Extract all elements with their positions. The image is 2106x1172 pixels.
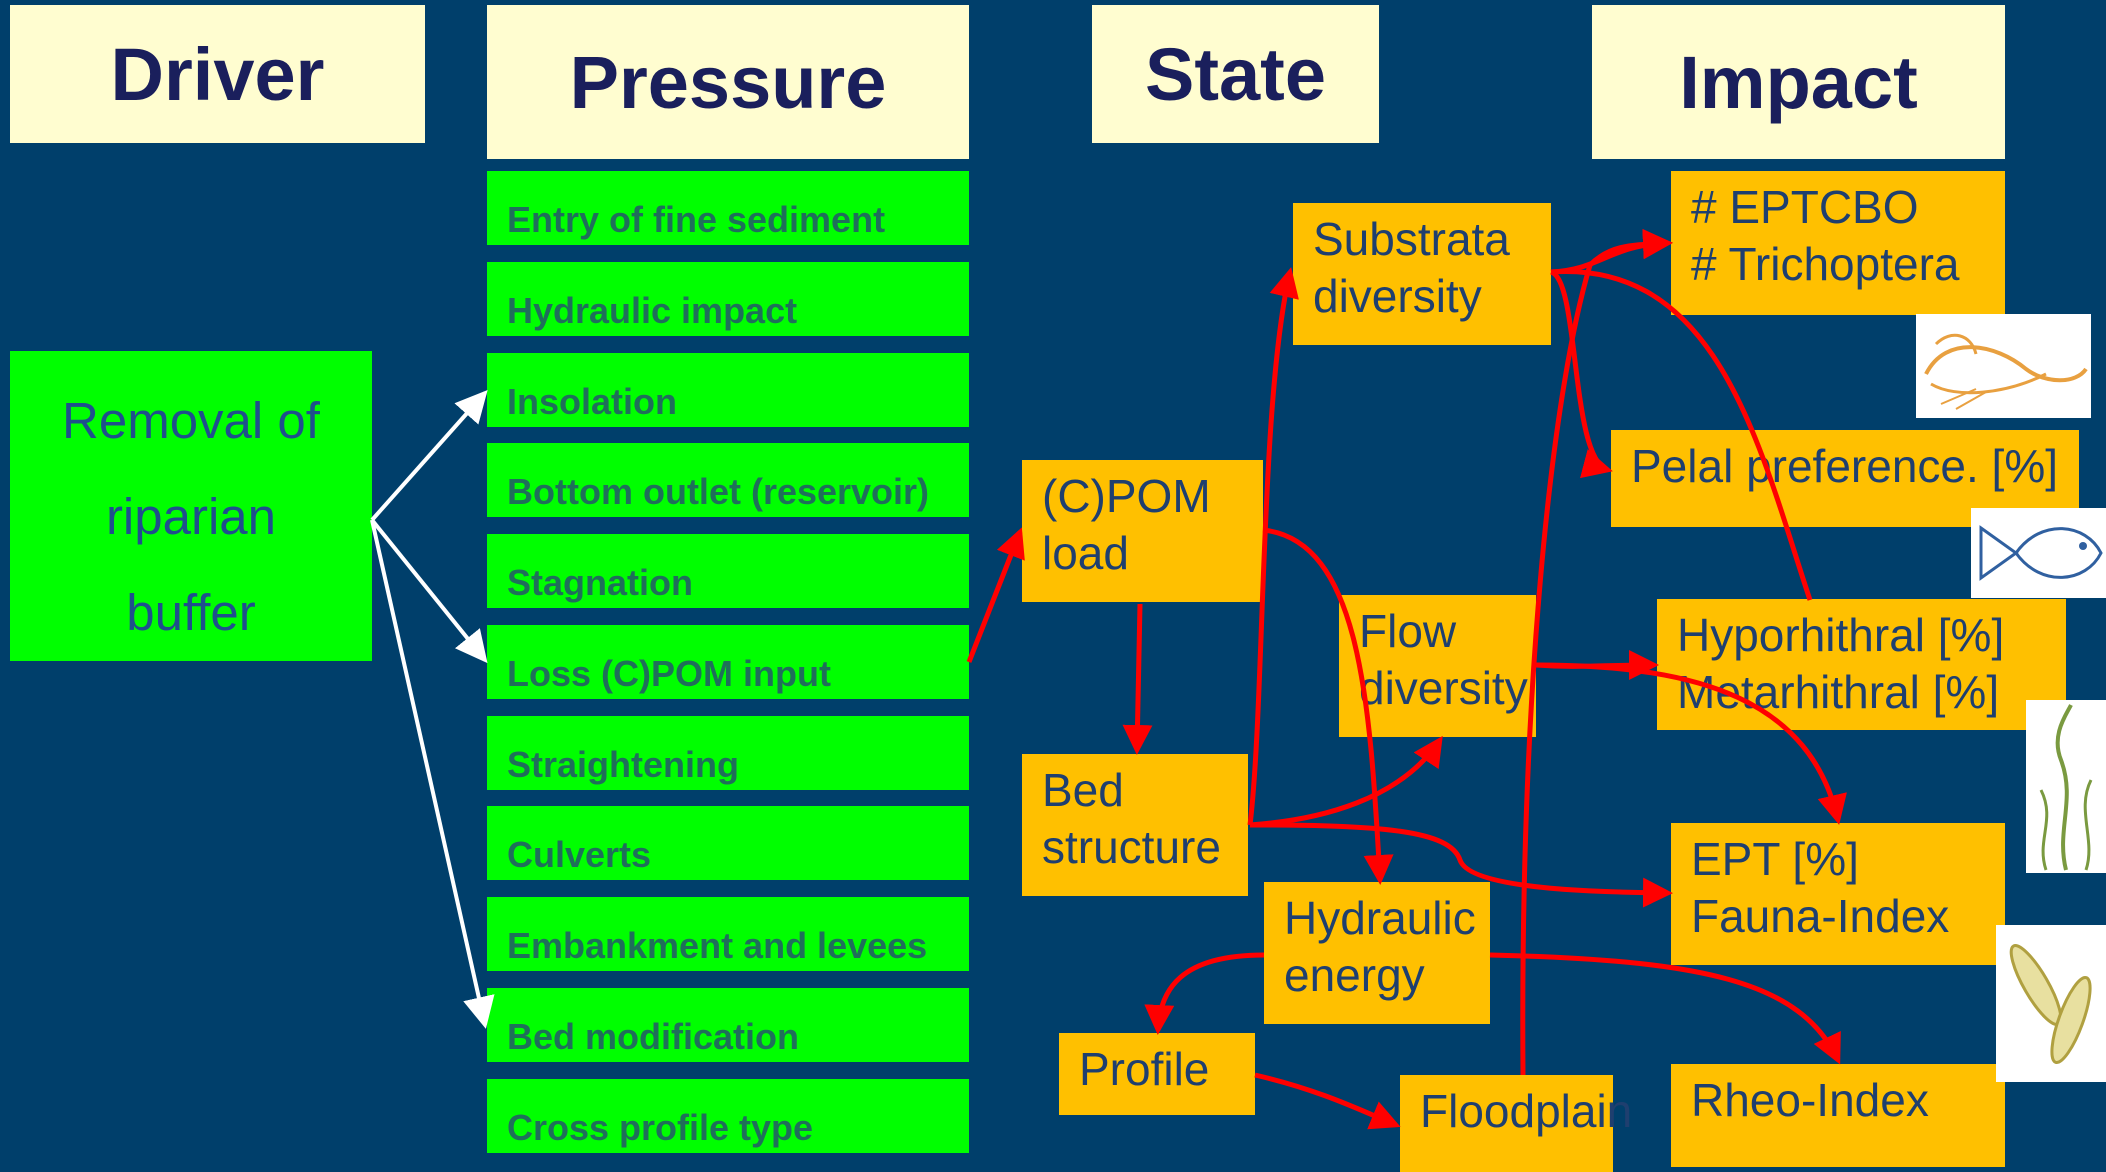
state-cpom-load: (C)POM load bbox=[1022, 460, 1263, 602]
pressure-label: Straightening bbox=[507, 744, 739, 785]
impact-line: # Trichoptera bbox=[1691, 238, 1960, 290]
state-hydraulic-energy: Hydraulic energy bbox=[1264, 882, 1490, 1024]
impact-line: Rheo-Index bbox=[1691, 1074, 1929, 1126]
pressure-box: Stagnation bbox=[487, 534, 969, 608]
state-line: Flow bbox=[1359, 605, 1457, 657]
header-state-label: State bbox=[1145, 32, 1326, 116]
impact-line: EPT [%] bbox=[1691, 833, 1859, 885]
state-line: Bed bbox=[1042, 764, 1124, 816]
pressure-box: Entry of fine sediment bbox=[487, 171, 969, 245]
state-line: load bbox=[1042, 527, 1129, 579]
driver-line-3: buffer bbox=[126, 584, 256, 641]
driver-box: Removal of riparian buffer bbox=[10, 351, 372, 661]
state-line: Hydraulic bbox=[1284, 892, 1476, 944]
driver-to-bed-modification-arrow bbox=[370, 519, 495, 1029]
pressure-label: Stagnation bbox=[507, 562, 693, 603]
pressure-label: Hydraulic impact bbox=[507, 290, 798, 331]
pressure-box: Loss (C)POM input bbox=[487, 625, 969, 699]
pressure-label: Bed modification bbox=[507, 1016, 800, 1057]
pressure-label: Insolation bbox=[507, 381, 677, 422]
impact-ept-fauna-index: EPT [%] Fauna-Index bbox=[1671, 823, 2005, 965]
state-bed-structure: Bed structure bbox=[1022, 754, 1248, 896]
pressure-label: Entry of fine sediment bbox=[507, 199, 886, 240]
cpom-load-to-bed-structure-arrow bbox=[1122, 603, 1153, 755]
state-line: (C)POM bbox=[1042, 470, 1211, 522]
state-line: Floodplain bbox=[1420, 1085, 1633, 1137]
state-profile: Profile bbox=[1059, 1033, 1255, 1115]
impact-rheo-index: Rheo-Index bbox=[1671, 1064, 2005, 1167]
pressure-box: Straightening bbox=[487, 716, 969, 790]
impact-line: Pelal preference. [%] bbox=[1631, 440, 2059, 492]
pressure-box: Culverts bbox=[487, 806, 969, 880]
pressure-box: Hydraulic impact bbox=[487, 262, 969, 336]
state-line: structure bbox=[1042, 821, 1221, 873]
aquatic-plant-icon bbox=[2026, 700, 2106, 873]
state-floodplain: Floodplain bbox=[1400, 1075, 1633, 1172]
driver-line-2: riparian bbox=[105, 488, 277, 545]
state-flow-diversity: Flow diversity bbox=[1339, 595, 1536, 737]
substrata-to-eptcbo-arrow bbox=[1550, 228, 1673, 275]
pressure-label: Culverts bbox=[507, 834, 652, 875]
bed-structure-to-ept-arrow bbox=[1249, 822, 1673, 908]
leaf-litter-icon bbox=[1996, 925, 2106, 1082]
state-substrata-diversity: Substrata diversity bbox=[1293, 203, 1551, 345]
pressure-box: Insolation bbox=[487, 353, 969, 427]
header-impact: Impact bbox=[1592, 5, 2005, 159]
impact-line: Fauna-Index bbox=[1691, 890, 1950, 942]
impact-rhithral: Hyporhithral [%] Metarhithral [%] bbox=[1657, 599, 2066, 730]
header-state: State bbox=[1092, 5, 1379, 143]
substrata-to-pelal-arrow bbox=[1549, 269, 1613, 479]
pressure-label: Bottom outlet (reservoir) bbox=[507, 471, 930, 512]
floodplain-to-eptcbo-arrow bbox=[1520, 229, 1673, 1076]
header-impact-label: Impact bbox=[1679, 40, 1918, 124]
pressure-label: Embankment and levees bbox=[507, 925, 928, 966]
header-pressure-label: Pressure bbox=[569, 40, 887, 124]
driver-to-insolation-arrow bbox=[370, 390, 488, 522]
state-line: diversity bbox=[1313, 270, 1482, 322]
header-driver: Driver bbox=[10, 5, 425, 143]
cpom-input-to-cpom-load-arrow bbox=[966, 527, 1025, 663]
driver-to-cpom-input-arrow bbox=[370, 518, 488, 664]
impact-line: # EPTCBO bbox=[1691, 181, 1919, 233]
impact-eptcbo: # EPTCBO # Trichoptera bbox=[1671, 171, 2005, 315]
flow-diversity-to-ept-arrow bbox=[1535, 662, 1847, 825]
header-pressure: Pressure bbox=[487, 5, 969, 159]
impact-line: Hyporhithral [%] bbox=[1677, 609, 2005, 661]
hydraulic-energy-to-profile-arrow bbox=[1144, 952, 1265, 1035]
profile-to-floodplain-arrow bbox=[1254, 1072, 1401, 1130]
driver-line-1: Removal of bbox=[62, 392, 320, 449]
pressure-box: Cross profile type bbox=[487, 1079, 969, 1153]
header-driver-label: Driver bbox=[110, 32, 325, 116]
caddisfly-larva-icon bbox=[1916, 314, 2091, 418]
pressure-box: Bed modification bbox=[487, 988, 969, 1062]
pressure-label: Cross profile type bbox=[507, 1107, 814, 1148]
pressure-box: Bottom outlet (reservoir) bbox=[487, 443, 969, 517]
cpom-load-to-hydraulic-energy-arrow bbox=[1262, 527, 1394, 885]
state-line: Substrata bbox=[1313, 213, 1510, 265]
state-line: energy bbox=[1284, 949, 1425, 1001]
bed-structure-to-substrata-arrow bbox=[1247, 267, 1299, 826]
fish-icon bbox=[1971, 508, 2106, 598]
substrata-to-rhithral-line bbox=[1550, 269, 1813, 601]
hydraulic-energy-to-rheo-arrow bbox=[1489, 952, 1841, 1065]
pressure-label: Loss (C)POM input bbox=[507, 653, 831, 694]
state-line: diversity bbox=[1359, 662, 1528, 714]
bed-structure-to-flow-diversity-arrow bbox=[1249, 735, 1443, 828]
pressure-box: Embankment and levees bbox=[487, 897, 969, 971]
state-line: Profile bbox=[1079, 1043, 1210, 1095]
